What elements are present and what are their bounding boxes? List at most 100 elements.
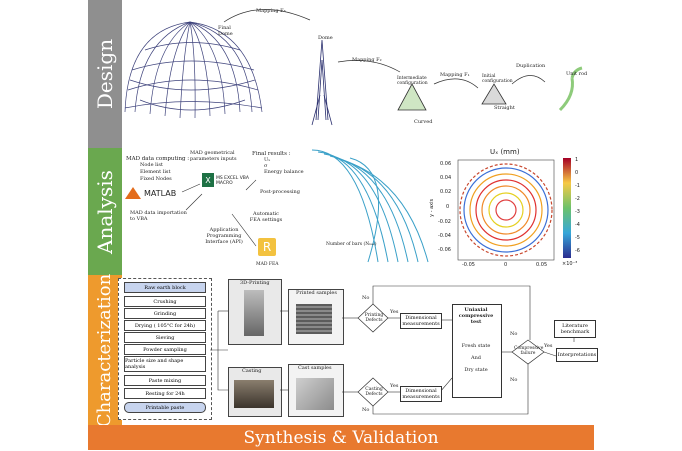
printed-sample-photo [296,304,332,334]
uz-plot-rosette [459,163,553,257]
dry-state-label: Dry state [464,367,488,373]
yes-label-failure: Yes [544,343,553,349]
uz-ytick-3: 0.02 [440,189,452,195]
final-results-title: Final results : [252,151,291,157]
step-raw-earth-block: Raw earth block [124,282,206,293]
design-band: Design [88,0,122,148]
step-paste-mixing: Paste mixing [124,375,206,386]
cast-samples-label: Cast samples [298,365,332,371]
uz-plot-title: Uₓ (mm) [490,148,520,156]
no-label-failure-bottom: No [510,377,518,383]
colorbar-exponent: ×10⁻³ [562,261,578,267]
step-printable-paste: Printable paste [124,402,206,413]
final-results-item-1: Uₓ [264,157,271,163]
rhino-icon: R [258,238,276,256]
matlab-icon [125,187,141,199]
uniaxial-test-box [452,304,502,398]
dome-label: Dome [318,35,333,41]
mapping1-label: Mapping F₁ [440,72,470,78]
auto-fea-label: Automatic FEA settings [249,211,283,223]
mad-computing-item-1: Node list [140,162,163,168]
colorbar-tick-6: -4 [575,222,580,228]
initial-config-drawing [481,83,507,105]
no-label-printing: No [362,295,370,301]
number-of-bars-label: Number of bars (Nₙₐₓ) [326,242,377,247]
final-dome-label: Final Dome [218,25,233,37]
geom-params-label: MAD geometrical parameters inputs [190,150,237,162]
cast-sample-photo [296,378,334,410]
duplication-label: Duplication [516,63,546,69]
dimensional-measurements-box-1: Dimensional measurements [400,313,442,329]
casting-label: Casting [242,368,262,374]
mad-import-label: MAD data importation to VBA [130,210,187,222]
no-label-casting: No [362,407,370,413]
initial-config-label: Initial configuration [482,74,513,85]
mad-computing-item-2: Element list [140,169,171,175]
colorbar-tick-5: -3 [575,209,580,215]
synthesis-band-label: Synthesis & Validation [243,427,439,448]
uz-plot-ylabel: y - axis [429,198,436,217]
fresh-state-label: Fresh state [461,343,491,349]
characterization-band-label: Characterization [94,273,116,427]
uniaxial-label: Uniaxial compressive test [458,307,494,325]
colorbar-tick-1: 1 [575,157,579,163]
excel-label: MS EXCEL VBA MACRO [216,176,249,187]
compressive-failure-label: Compressive failure [514,346,544,357]
design-illustrations [124,9,583,126]
mad-computing-item-3: Fixed Nodes [140,176,172,182]
uz-ytick-7: -0.06 [438,247,451,253]
step-drying: Drying ( 105°C for 24h) [124,320,206,331]
intermediate-config-label: Intermediate configuration [397,76,428,87]
uz-ytick-5: -0.02 [438,219,451,225]
unit-rod-label: Unit rod [566,71,588,77]
colorbar-tick-4: -2 [575,196,580,202]
printing-label: 3D-Printing [240,280,270,286]
uz-ytick-2: 0.04 [440,175,452,181]
uz-colorbar [563,158,571,258]
yes-label-printing: Yes [390,309,399,315]
synthesis-band: Synthesis & Validation [88,425,594,450]
final-results-item-2: σ [264,163,268,169]
uz-plot-frame [457,159,555,261]
uz-xtick-2: 0 [504,262,508,268]
step-sieving: Sieving [124,332,206,343]
uz-xtick-3: 0.05 [536,262,548,268]
colorbar-tick-3: -1 [575,183,580,189]
straight-label: Straight [494,105,515,111]
printer-photo [244,290,264,336]
excel-icon: X [202,173,214,187]
characterization-band: Characterization [88,273,122,427]
mapping2-label: Mapping F₂ [352,57,382,63]
api-label: Application Programming Interface (API) [205,227,243,245]
step-particle-analysis: Particle size and shape analysis [124,356,206,372]
printed-samples-label: Printed samples [296,290,337,296]
curved-label: Curved [414,119,433,125]
colorbar-tick-7: -5 [575,235,580,241]
step-resting: Resting for 24h [124,388,206,399]
final-results-item-3: Energy balance [264,169,304,175]
analysis-band-label: Analysis [93,169,117,254]
dimensional-measurements-box-2: Dimensional measurements [400,386,442,402]
final-dome-drawing [124,21,263,119]
design-arrows [223,9,546,89]
interpretations-box: Interpretations [556,348,598,362]
uz-xtick-1: -0.05 [462,262,475,268]
mad-fea-label: MAD FEA [256,262,279,267]
analysis-band: Analysis [88,148,122,275]
and-label: And [470,355,482,361]
mad-computing-title: MAD data computing : [126,156,190,162]
colorbar-tick-8: -6 [575,248,580,254]
step-grinding: Grinding [124,308,206,319]
casting-defects-label: Casting Defects [365,387,383,398]
yes-label-casting: Yes [390,383,399,389]
casting-photo [234,380,274,408]
unit-rod-drawing [558,66,583,112]
uz-ytick-6: -0.04 [438,233,451,239]
printing-defects-label: Printing Defects [364,313,384,324]
intermediate-config-drawing [397,83,427,111]
uz-ytick-4: 0 [446,204,450,210]
mapping3-label: Mapping F₃ [256,8,286,14]
uz-ytick-1: 0.06 [440,161,452,167]
no-label-failure-top: No [510,331,518,337]
literature-benchmark-box: Literature benchmark [554,320,596,338]
